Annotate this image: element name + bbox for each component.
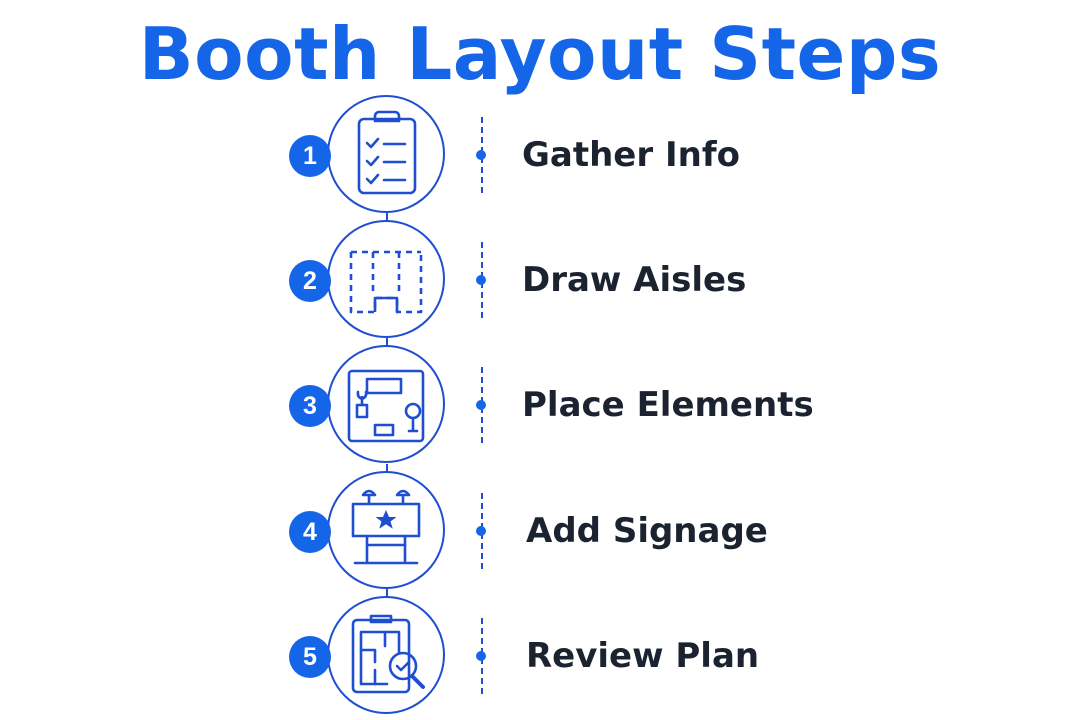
connector-line	[386, 213, 388, 223]
clipboard-checklist-icon	[357, 110, 417, 195]
step-number-badge: 4	[289, 511, 331, 553]
step-icon-circle	[327, 95, 445, 213]
step-label: Draw Aisles	[522, 260, 747, 300]
step-number-badge: 2	[289, 260, 331, 302]
separator-dot	[476, 651, 486, 661]
step-item-gather-info: 1 Gather Info	[0, 93, 1080, 217]
connector-line	[386, 464, 388, 474]
step-item-add-signage: 4 Add Signage	[0, 469, 1080, 593]
separator-dot	[476, 275, 486, 285]
separator-dot	[476, 400, 486, 410]
booth-elements-icon	[347, 369, 425, 443]
step-item-draw-aisles: 2 Draw Aisles	[0, 218, 1080, 342]
connector-line	[386, 589, 388, 599]
step-label: Place Elements	[522, 385, 814, 425]
step-label: Gather Info	[522, 135, 740, 175]
step-label: Review Plan	[526, 636, 760, 676]
step-item-place-elements: 3 Place Elements	[0, 343, 1080, 467]
step-icon-circle	[327, 220, 445, 338]
signage-board-icon	[351, 489, 421, 565]
step-label: Add Signage	[526, 511, 768, 551]
step-item-review-plan: 5 Review Plan	[0, 594, 1080, 718]
step-number-badge: 1	[289, 135, 331, 177]
separator-dot	[476, 150, 486, 160]
step-icon-circle	[327, 345, 445, 463]
connector-line	[386, 338, 388, 348]
step-number-badge: 3	[289, 385, 331, 427]
step-icon-circle	[327, 471, 445, 589]
page-title: Booth Layout Steps	[138, 12, 942, 96]
aisle-floorplan-icon	[349, 250, 423, 314]
plan-review-magnifier-icon	[351, 614, 425, 694]
separator-dot	[476, 526, 486, 536]
step-icon-circle	[327, 596, 445, 714]
step-number-badge: 5	[289, 636, 331, 678]
